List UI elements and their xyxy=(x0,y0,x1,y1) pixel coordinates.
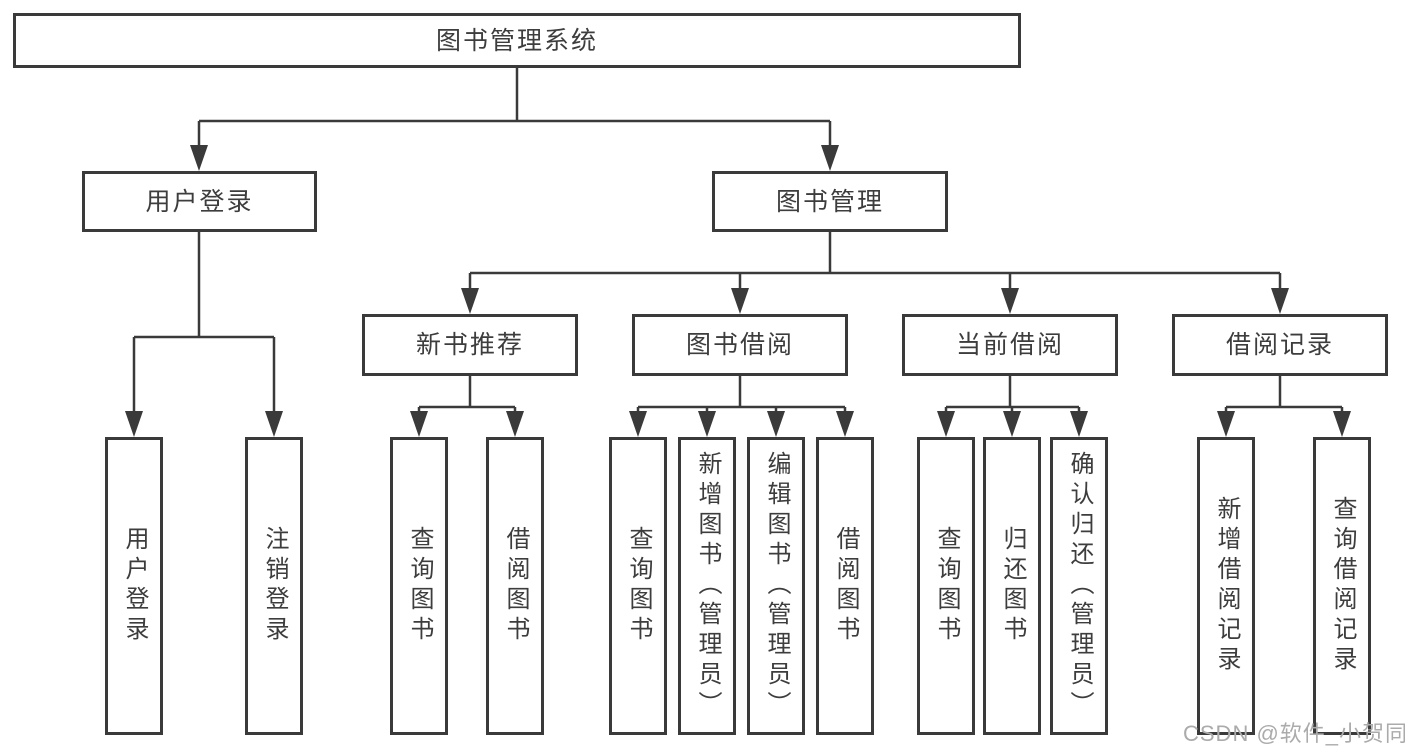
leaf-confirm-return-admin: 确认归还（管理员） xyxy=(1050,437,1108,735)
leaf-query-books-borrow: 查询图书 xyxy=(609,437,667,735)
node-label: 图书管理 xyxy=(775,187,884,216)
node-label: 用户登录 xyxy=(145,187,254,216)
node-book-borrow: 图书借阅 xyxy=(632,314,848,376)
node-label: 编辑图书（管理员） xyxy=(763,451,790,721)
leaf-borrow-books-recommend: 借阅图书 xyxy=(486,437,544,735)
node-label: 确认归还（管理员） xyxy=(1066,451,1093,721)
leaf-edit-book-admin: 编辑图书（管理员） xyxy=(747,437,805,735)
node-label: 图书借阅 xyxy=(685,331,794,359)
node-label: 借阅图书 xyxy=(502,526,529,646)
leaf-query-books-current: 查询图书 xyxy=(917,437,975,735)
node-label: 查询图书 xyxy=(406,526,433,646)
node-label: 查询图书 xyxy=(933,526,960,646)
node-root: 图书管理系统 xyxy=(13,13,1021,68)
watermark: CSDN @软件_小贺同学 xyxy=(1183,721,1405,746)
node-label: 借阅记录 xyxy=(1225,331,1334,359)
node-label: 新书推荐 xyxy=(415,331,524,359)
node-label: 新增借阅记录 xyxy=(1213,496,1240,676)
node-label: 查询借阅记录 xyxy=(1329,496,1356,676)
node-label: 新增图书（管理员） xyxy=(694,451,721,721)
node-label: 借阅图书 xyxy=(832,526,859,646)
leaf-query-borrow-record: 查询借阅记录 xyxy=(1313,437,1371,735)
node-label: 当前借阅 xyxy=(955,331,1064,359)
node-book-management: 图书管理 xyxy=(712,171,948,232)
leaf-logout: 注销登录 xyxy=(245,437,303,735)
node-label: 用户登录 xyxy=(121,526,148,646)
node-label: 归还图书 xyxy=(999,526,1026,646)
leaf-add-borrow-record: 新增借阅记录 xyxy=(1197,437,1255,735)
node-label: 查询图书 xyxy=(625,526,652,646)
leaf-query-books-recommend: 查询图书 xyxy=(390,437,448,735)
node-label: 图书管理系统 xyxy=(435,26,598,55)
node-new-book-recommend: 新书推荐 xyxy=(362,314,578,376)
leaf-add-book-admin: 新增图书（管理员） xyxy=(678,437,736,735)
node-label: 注销登录 xyxy=(261,526,288,646)
leaf-user-login: 用户登录 xyxy=(105,437,163,735)
node-borrow-records: 借阅记录 xyxy=(1172,314,1388,376)
leaf-borrow-books: 借阅图书 xyxy=(816,437,874,735)
leaf-return-book: 归还图书 xyxy=(983,437,1041,735)
node-current-borrow: 当前借阅 xyxy=(902,314,1118,376)
node-user-login: 用户登录 xyxy=(82,171,317,232)
